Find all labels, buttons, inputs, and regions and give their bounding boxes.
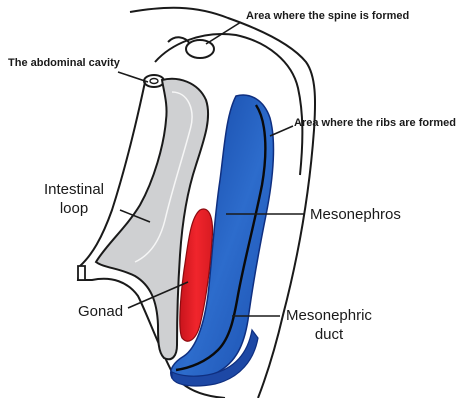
label-ribs-area: Area where the ribs are formed bbox=[294, 117, 456, 129]
label-abdominal-cavity: The abdominal cavity bbox=[8, 57, 120, 69]
label-mesonephros: Mesonephros bbox=[310, 205, 401, 224]
umbilical-stub bbox=[78, 266, 85, 280]
label-intestinal-loop: Intestinal loop bbox=[34, 180, 114, 218]
aorta-lumen bbox=[150, 79, 158, 84]
label-intestinal-loop-line2: loop bbox=[34, 199, 114, 218]
leader-spine bbox=[206, 22, 241, 44]
leader-ribs bbox=[270, 126, 293, 136]
label-spine-area: Area where the spine is formed bbox=[246, 10, 409, 22]
neural-tube bbox=[186, 40, 214, 58]
label-mesonephric-duct-line1: Mesonephric bbox=[283, 306, 375, 325]
label-intestinal-loop-line1: Intestinal bbox=[34, 180, 114, 199]
label-gonad: Gonad bbox=[78, 302, 123, 321]
label-mesonephric-duct-line2: duct bbox=[283, 325, 375, 344]
leader-abdominal-cavity bbox=[118, 72, 148, 82]
label-mesonephric-duct: Mesonephric duct bbox=[283, 306, 375, 344]
